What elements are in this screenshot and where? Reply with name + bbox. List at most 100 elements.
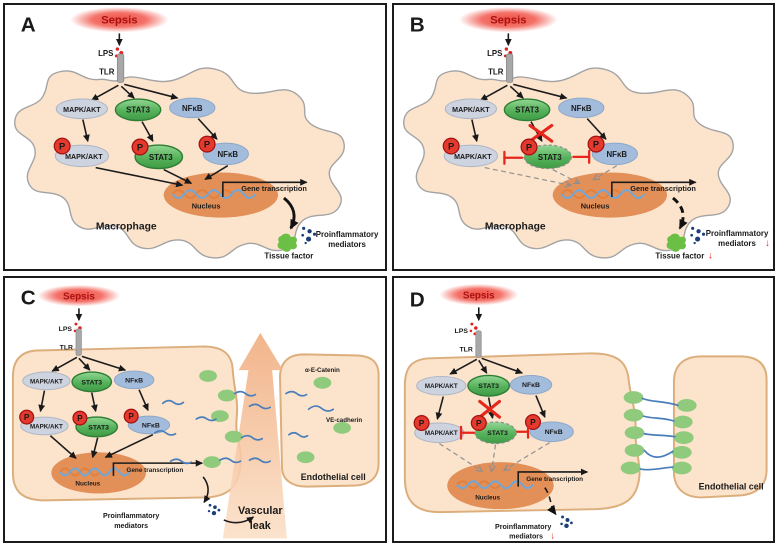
svg-text:MAPK/AKT: MAPK/AKT xyxy=(424,430,457,437)
gene-transcription-label: Gene transcription xyxy=(526,475,583,482)
nucleus-import-arrows-dashed xyxy=(484,165,617,186)
gene-transcription-arrow xyxy=(610,178,697,197)
sepsis-glow xyxy=(37,284,121,306)
vascular-leak-label-1: Vascular xyxy=(238,505,283,517)
proinflammatory-label-2: mediators xyxy=(509,533,543,540)
tlr-branch-arrows xyxy=(448,357,523,375)
endothelial-cell-label: Endothelial cell xyxy=(698,481,763,491)
svg-text:P: P xyxy=(77,413,83,423)
node-p-stat3: STAT3 P xyxy=(131,138,184,170)
sepsis-label: Sepsis xyxy=(490,15,527,27)
svg-text:NFκB: NFκB xyxy=(606,150,627,159)
node-mapk-akt: MAPK/AKT xyxy=(415,375,466,396)
secretion-arrow-dashed xyxy=(671,196,688,230)
node-mapk-akt: MAPK/AKT xyxy=(22,371,71,390)
node-p-mapk-akt: MAPK/AKT P xyxy=(413,414,464,443)
macrophage-label: Macrophage xyxy=(484,221,545,232)
lps-label: LPS xyxy=(98,49,113,58)
phospho-badge xyxy=(587,135,605,153)
node-p-stat3: STAT3 P xyxy=(72,410,119,437)
svg-text:STAT3: STAT3 xyxy=(487,430,508,437)
svg-text:NFκB: NFκB xyxy=(544,429,562,436)
svg-text:MAPK/AKT: MAPK/AKT xyxy=(424,383,457,390)
proinflammatory-label-2: mediators xyxy=(328,240,366,249)
mediator-dots xyxy=(301,226,317,245)
dna-strand-blue xyxy=(560,189,645,199)
macrophage-label: Macrophage xyxy=(96,221,157,232)
svg-text:MAPK/AKT: MAPK/AKT xyxy=(63,107,101,114)
sepsis-label: Sepsis xyxy=(101,15,138,27)
lps-label: LPS xyxy=(487,49,502,58)
activation-arrows xyxy=(82,118,218,143)
tlr-label: TLR xyxy=(488,68,504,77)
svg-text:P: P xyxy=(475,417,481,427)
phospho-badge xyxy=(524,413,541,430)
node-stat3: STAT3 xyxy=(71,370,113,392)
tissue-factor-blob xyxy=(277,233,297,252)
lps-label: LPS xyxy=(454,327,468,334)
svg-text:MAPK/AKT: MAPK/AKT xyxy=(454,154,492,161)
svg-text:STAT3: STAT3 xyxy=(126,106,150,115)
svg-text:STAT3: STAT3 xyxy=(478,383,499,390)
inhibition-x-icon xyxy=(477,399,501,419)
tlr-branch-arrows xyxy=(479,83,567,101)
node-p-mapk-akt: MAPK/AKT P xyxy=(19,409,69,435)
vascular-leak-arrow xyxy=(222,332,287,539)
node-nfkb: NFκB xyxy=(557,97,604,119)
sepsis-glow xyxy=(438,283,518,305)
svg-text:NFκB: NFκB xyxy=(182,104,203,113)
phospho-badge xyxy=(470,414,487,431)
mediator-dots xyxy=(207,503,221,515)
sepsis-label: Sepsis xyxy=(63,291,95,302)
phospho-badge xyxy=(19,409,35,425)
gene-transcription-arrow xyxy=(222,178,308,197)
node-stat3: STAT3 xyxy=(503,98,550,122)
svg-text:P: P xyxy=(530,416,536,426)
gene-transcription-arrow xyxy=(112,459,204,476)
secretion-arrow xyxy=(282,196,299,230)
gene-transcription-label: Gene transcription xyxy=(126,466,183,473)
svg-text:STAT3: STAT3 xyxy=(88,424,109,431)
tissue-factor-label: Tissue factor xyxy=(655,252,704,261)
node-nfkb: NFκB xyxy=(509,374,552,395)
node-nfkb: NFκB xyxy=(169,97,216,119)
svg-text:P: P xyxy=(128,411,134,421)
junction-left-catenins xyxy=(620,390,644,474)
activation-arrows xyxy=(38,388,149,412)
sepsis-glow xyxy=(458,6,558,33)
nucleus-import-arrows xyxy=(49,433,154,459)
inhibition-bar-right xyxy=(571,149,590,164)
mediator-dots xyxy=(689,226,705,245)
ve-cadherin-label: VE-cadherin xyxy=(326,417,362,424)
panel-D: Nucleus D Sepsis LPS TLR MAPK/AKT xyxy=(391,275,775,543)
inhibition-bar-left xyxy=(459,425,475,440)
node-p-stat3: STAT3 P xyxy=(470,414,517,444)
node-p-nfkb: NFκB P xyxy=(524,413,574,442)
proinflammatory-label-1: Proinflammatory xyxy=(705,229,768,238)
gene-transcription-arrow xyxy=(516,468,588,487)
node-nfkb: NFκB xyxy=(113,370,155,389)
tlr-receptor xyxy=(75,328,82,356)
panel-B: Nucleus B Sepsis LPS TLR MAPK/AKT xyxy=(391,3,775,271)
node-p-nfkb: NFκB P xyxy=(198,135,249,166)
ve-cadherin-strands xyxy=(153,390,335,464)
lps-label: LPS xyxy=(59,325,73,332)
sepsis-label: Sepsis xyxy=(462,290,494,301)
node-stat3: STAT3 xyxy=(466,374,510,397)
proinflammatory-label-2: mediators xyxy=(114,522,148,529)
proinflammatory-label-2: mediators xyxy=(718,239,756,248)
decrease-arrow-mediators: ↓ xyxy=(765,238,770,249)
svg-text:P: P xyxy=(137,142,143,152)
phospho-badge xyxy=(413,414,430,431)
svg-text:STAT3: STAT3 xyxy=(81,379,102,386)
proinflammatory-label-1: Proinflammatory xyxy=(316,230,379,239)
svg-text:MAPK/AKT: MAPK/AKT xyxy=(30,378,63,385)
mediators-to-leak-arrow xyxy=(223,515,255,524)
gene-transcription-label: Gene transcription xyxy=(630,184,696,193)
decrease-arrow-mediators: ↓ xyxy=(550,530,555,540)
nucleus-import-arrows xyxy=(95,164,229,188)
tlr-receptor xyxy=(474,330,482,358)
nucleus-label: Nucleus xyxy=(75,480,100,487)
node-stat3: STAT3 xyxy=(114,98,162,122)
